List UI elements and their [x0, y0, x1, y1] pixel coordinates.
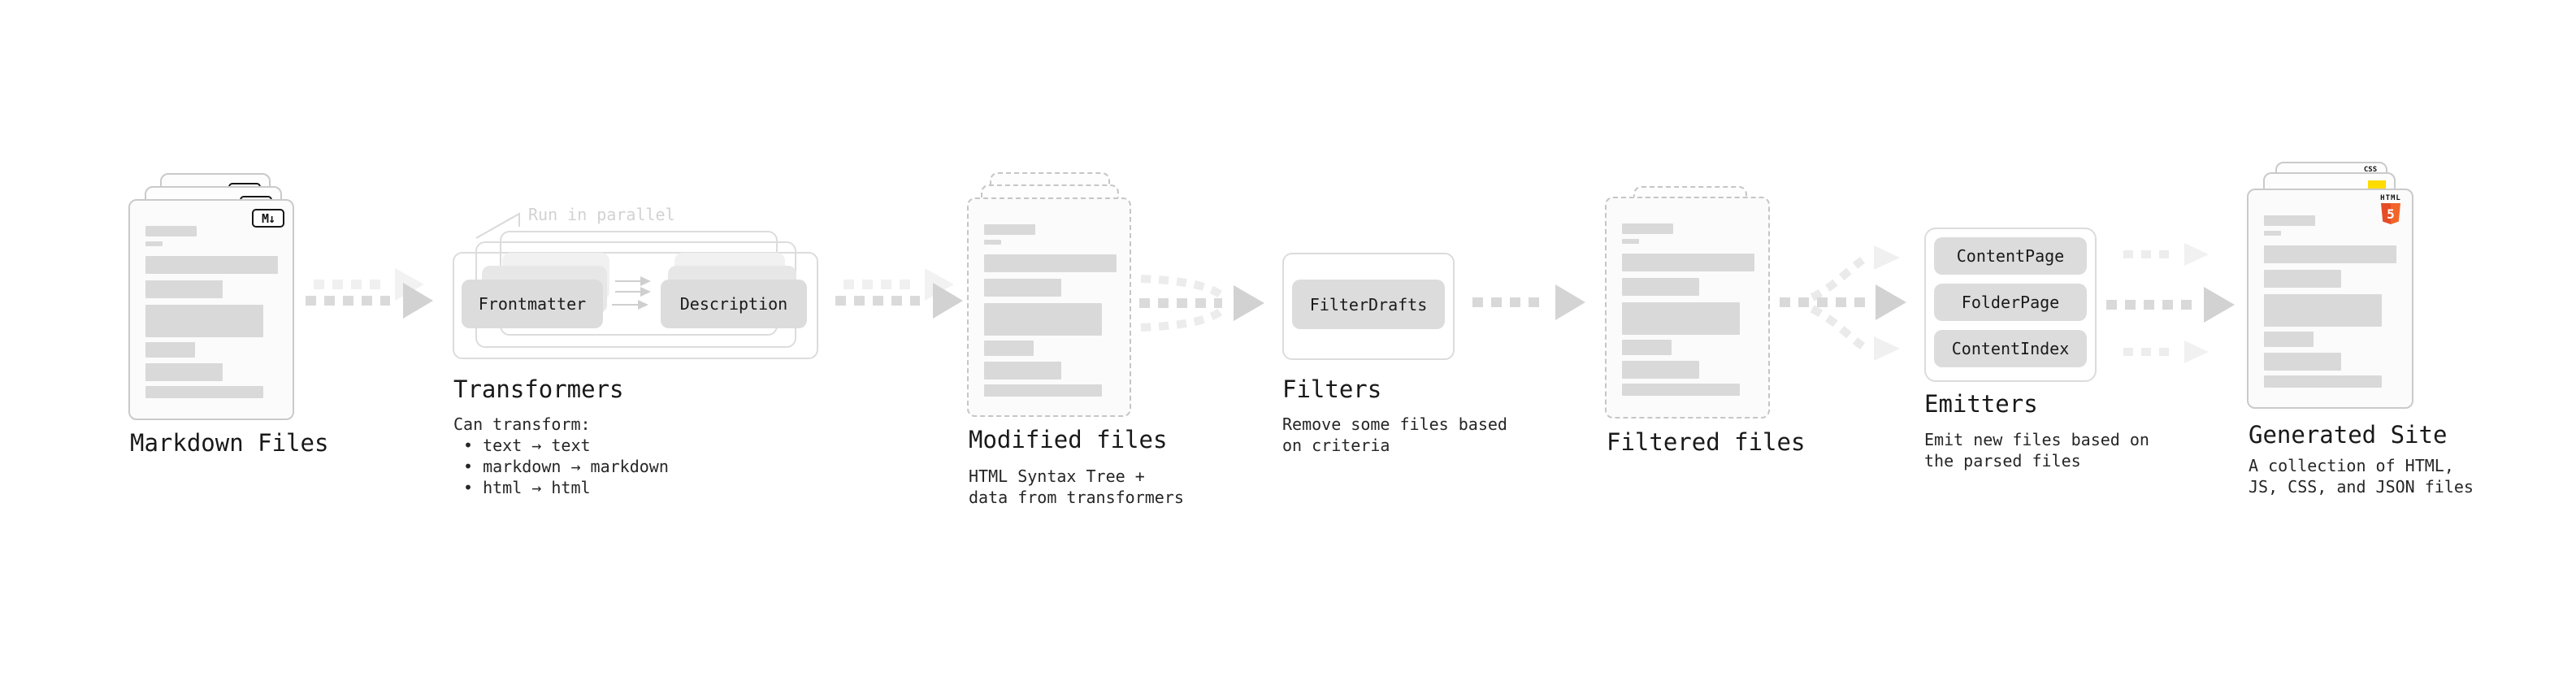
- emitters-desc-line: Emit new files based on: [1924, 430, 2149, 449]
- emitter-box-contentpage: ContentPage: [1934, 237, 2087, 275]
- arrow-filters-to-filtered: [1472, 284, 1585, 320]
- arrow-emitters-to-generated: [2106, 243, 2235, 363]
- text-line-placeholder: [1622, 361, 1699, 379]
- text-line-placeholder: [1622, 302, 1740, 335]
- emitters-desc-line: the parsed files: [1924, 451, 2081, 471]
- text-line-placeholder: [984, 303, 1102, 336]
- text-line-placeholder: [1622, 239, 1639, 244]
- markdown-files-title: Markdown Files: [130, 429, 329, 457]
- text-line-placeholder: [2264, 215, 2315, 226]
- generated-site-description: A collection of HTML, JS, CSS, and JSON …: [2249, 455, 2474, 497]
- generated-desc-line: JS, CSS, and JSON files: [2249, 477, 2474, 497]
- generated-desc-line: A collection of HTML,: [2249, 456, 2454, 475]
- text-line-placeholder: [1622, 340, 1672, 355]
- text-line-placeholder: [145, 256, 278, 274]
- transformers-desc-item: • html → html: [463, 478, 591, 497]
- modified-desc-line: data from transformers: [969, 488, 1184, 507]
- modified-desc-line: HTML Syntax Tree +: [969, 466, 1145, 486]
- markdown-icon: M↓: [252, 209, 284, 228]
- generated-file-card-html: HTML 5: [2247, 189, 2413, 409]
- arrow-markdown-to-transformers: [306, 268, 433, 319]
- markdown-file-card: M↓: [128, 199, 294, 420]
- filters-desc-line: on criteria: [1282, 436, 1390, 455]
- modified-files-description: HTML Syntax Tree + data from transformer…: [969, 466, 1184, 508]
- js-icon: [2368, 180, 2386, 189]
- transformer-box-frontmatter: Frontmatter: [462, 280, 603, 328]
- text-line-placeholder: [2264, 375, 2382, 388]
- filters-desc-line: Remove some files based: [1282, 414, 1507, 434]
- emitter-box-contentindex: ContentIndex: [1934, 330, 2087, 367]
- arrow-transformers-to-modified: [835, 268, 963, 319]
- text-line-placeholder: [145, 363, 223, 381]
- text-line-placeholder: [145, 305, 263, 337]
- text-line-placeholder: [2264, 294, 2382, 327]
- text-line-placeholder: [145, 241, 163, 246]
- emitters-title: Emitters: [1924, 390, 2038, 418]
- transformers-description: Can transform: • text → text • markdown …: [453, 414, 669, 498]
- run-in-parallel-note: Run in parallel: [528, 205, 675, 224]
- text-line-placeholder: [1622, 223, 1673, 234]
- text-line-placeholder: [984, 340, 1034, 356]
- transformers-desc-item: • markdown → markdown: [463, 457, 669, 476]
- text-line-placeholder: [2264, 353, 2341, 371]
- filtered-files-title: Filtered files: [1607, 428, 1806, 456]
- filter-box-filterdrafts: FilterDrafts: [1292, 280, 1445, 329]
- filters-description: Remove some files based on criteria: [1282, 414, 1507, 456]
- text-line-placeholder: [145, 226, 197, 236]
- filtered-file-card: [1605, 197, 1770, 419]
- text-line-placeholder: [145, 342, 195, 358]
- text-line-placeholder: [984, 279, 1061, 297]
- text-line-placeholder: [1622, 278, 1699, 296]
- text-line-placeholder: [1622, 384, 1740, 396]
- text-line-placeholder: [145, 386, 263, 398]
- text-line-placeholder: [2264, 270, 2341, 288]
- arrow-filtered-to-emitters: [1780, 245, 1906, 361]
- html5-icon: HTML 5: [2379, 194, 2402, 224]
- emitters-description: Emit new files based on the parsed files: [1924, 429, 2149, 471]
- text-line-placeholder: [2264, 231, 2281, 236]
- transformers-title: Transformers: [453, 375, 624, 403]
- text-line-placeholder: [984, 224, 1035, 235]
- transformer-box-description: Description: [661, 280, 807, 328]
- arrow-modified-to-filters: [1139, 275, 1264, 332]
- text-line-placeholder: [984, 362, 1061, 380]
- text-line-placeholder: [1622, 254, 1754, 271]
- text-line-placeholder: [984, 240, 1001, 245]
- text-line-placeholder: [2264, 332, 2314, 347]
- modified-files-title: Modified files: [969, 426, 1168, 453]
- generated-site-title: Generated Site: [2249, 421, 2448, 449]
- text-line-placeholder: [984, 254, 1117, 272]
- text-line-placeholder: [984, 384, 1102, 397]
- transformers-desc-heading: Can transform:: [453, 414, 591, 434]
- emitter-box-folderpage: FolderPage: [1934, 284, 2087, 321]
- text-line-placeholder: [145, 280, 223, 298]
- transformers-desc-item: • text → text: [463, 436, 591, 455]
- modified-file-card: [967, 197, 1131, 417]
- text-line-placeholder: [2264, 245, 2396, 263]
- transformer-container: [453, 252, 818, 359]
- filters-title: Filters: [1282, 375, 1382, 403]
